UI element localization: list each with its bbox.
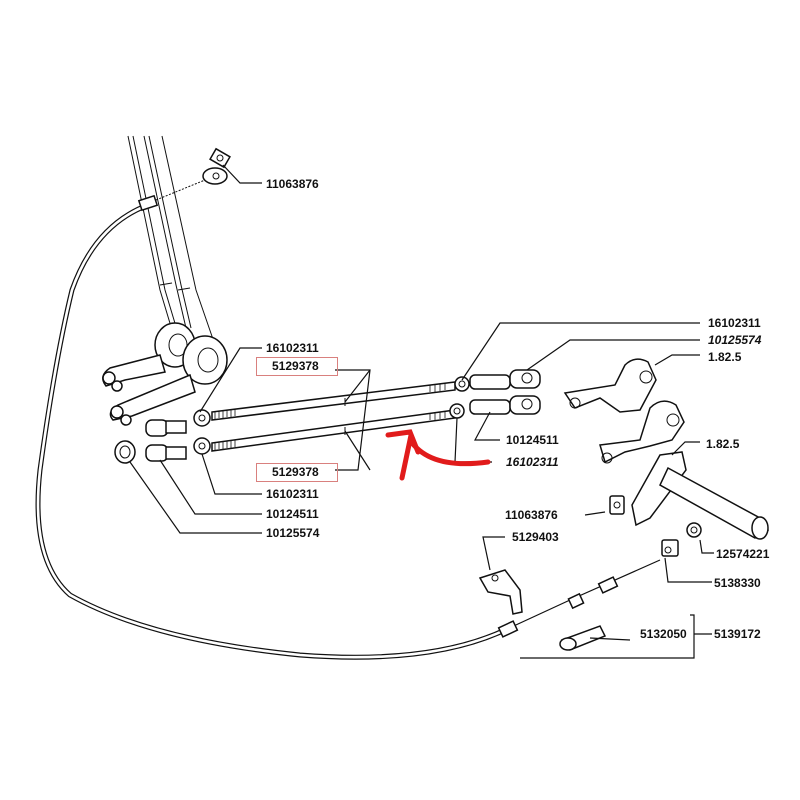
label-cable-clip-top: 11063876 — [266, 177, 319, 191]
highlight-box-rod-upper — [256, 357, 338, 376]
cable-icon — [35, 147, 508, 660]
rod-icon — [211, 381, 456, 452]
label-rod-upper: 5129378 — [272, 359, 319, 373]
label-rod-lower: 5129378 — [272, 465, 319, 479]
label-lever-upper: 1.82.5 — [708, 350, 742, 364]
gearshift-lever-icon — [102, 135, 228, 426]
label-nut-small: 12574221 — [716, 547, 770, 561]
bracket-icon — [478, 569, 523, 615]
leader-lines — [129, 164, 714, 659]
highlight-box-rod-lower — [256, 463, 338, 482]
label-right-socket-top: 10125574 — [708, 333, 762, 347]
label-cable-end: 5132050 — [640, 627, 687, 641]
label-bracket: 5129403 — [512, 530, 559, 544]
label-cable-clip-right: 11063876 — [505, 508, 558, 522]
red-arrow-icon — [385, 429, 491, 481]
cable-end-icon — [497, 559, 661, 651]
label-right-nut-top: 16102311 — [708, 316, 761, 330]
label-cable-assembly: 5139172 — [714, 627, 761, 641]
label-cable-block: 5138330 — [714, 576, 761, 590]
label-left-nut-bottom: 16102311 — [266, 487, 319, 501]
label-left-nut-top: 16102311 — [266, 341, 319, 355]
label-left-socket: 10125574 — [266, 526, 320, 540]
label-right-sleeve: 10124511 — [506, 433, 559, 447]
socket-icon — [114, 369, 541, 464]
label-lever-lower: 1.82.5 — [706, 437, 740, 451]
label-right-nut-arrow: 16102311 — [506, 455, 559, 469]
cable-block-icon — [661, 522, 702, 557]
sleeve-icon — [145, 374, 511, 462]
label-left-sleeve: 10124511 — [266, 507, 319, 521]
clip-icon — [609, 495, 625, 515]
selector-lever-icon — [563, 358, 770, 540]
